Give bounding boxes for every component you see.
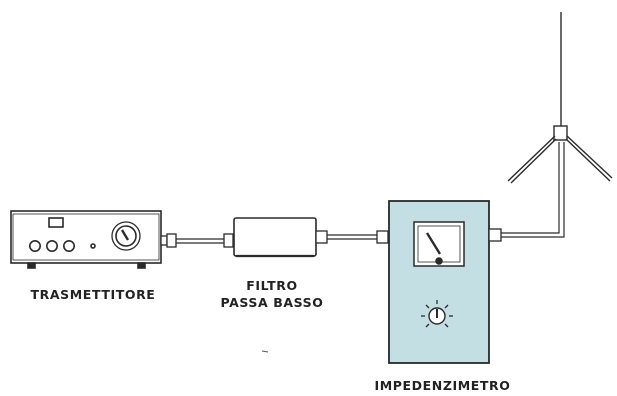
- coax-cable-3: [501, 142, 565, 238]
- transmitter-label: TRASMETTITORE: [30, 287, 156, 302]
- transmitter-knob-3: [62, 240, 75, 253]
- meter-input-connector: [376, 230, 389, 244]
- meter-needle-pivot: [435, 257, 443, 265]
- ground-plane-antenna: [507, 12, 613, 184]
- filter-input-connector: [223, 233, 234, 248]
- transmitter-foot-right: [137, 262, 146, 269]
- transmitter-output-connector: [160, 233, 177, 248]
- coax-cable-1: [176, 238, 224, 244]
- antenna-radial-left: [507, 135, 557, 184]
- transmitter-tuning-dial-ring: [111, 221, 141, 251]
- transmitter-tuning-dial: [115, 225, 137, 247]
- meter-needle: [425, 232, 442, 255]
- transmitter-knob-1: [28, 240, 41, 253]
- low-pass-filter-box: [233, 217, 317, 258]
- meter-adjust-knob: [421, 300, 453, 328]
- scan-mark: [261, 350, 269, 353]
- meter-knob-scale-ticks: [421, 300, 453, 328]
- meter-output-connector: [488, 228, 502, 242]
- transmitter-foot-left: [27, 262, 36, 269]
- transmitter-knob-2: [45, 240, 58, 253]
- filter-label-line-1: FILTRO: [246, 278, 298, 293]
- filter-label: FILTRO PASSA BASSO: [212, 277, 332, 311]
- transmitter-device: [10, 210, 162, 269]
- filter-output-connector: [315, 230, 328, 244]
- coax-cable-2: [327, 234, 377, 240]
- impedance-meter-label: IMPEDENZIMETRO: [374, 378, 511, 393]
- transmitter-display-window: [48, 217, 64, 228]
- meter-gauge: [413, 221, 465, 267]
- transmitter-indicator-dot: [90, 243, 96, 249]
- antenna-radial-right: [565, 135, 613, 182]
- antenna-base-block: [553, 125, 568, 141]
- filter-label-line-2: PASSA BASSO: [220, 295, 324, 310]
